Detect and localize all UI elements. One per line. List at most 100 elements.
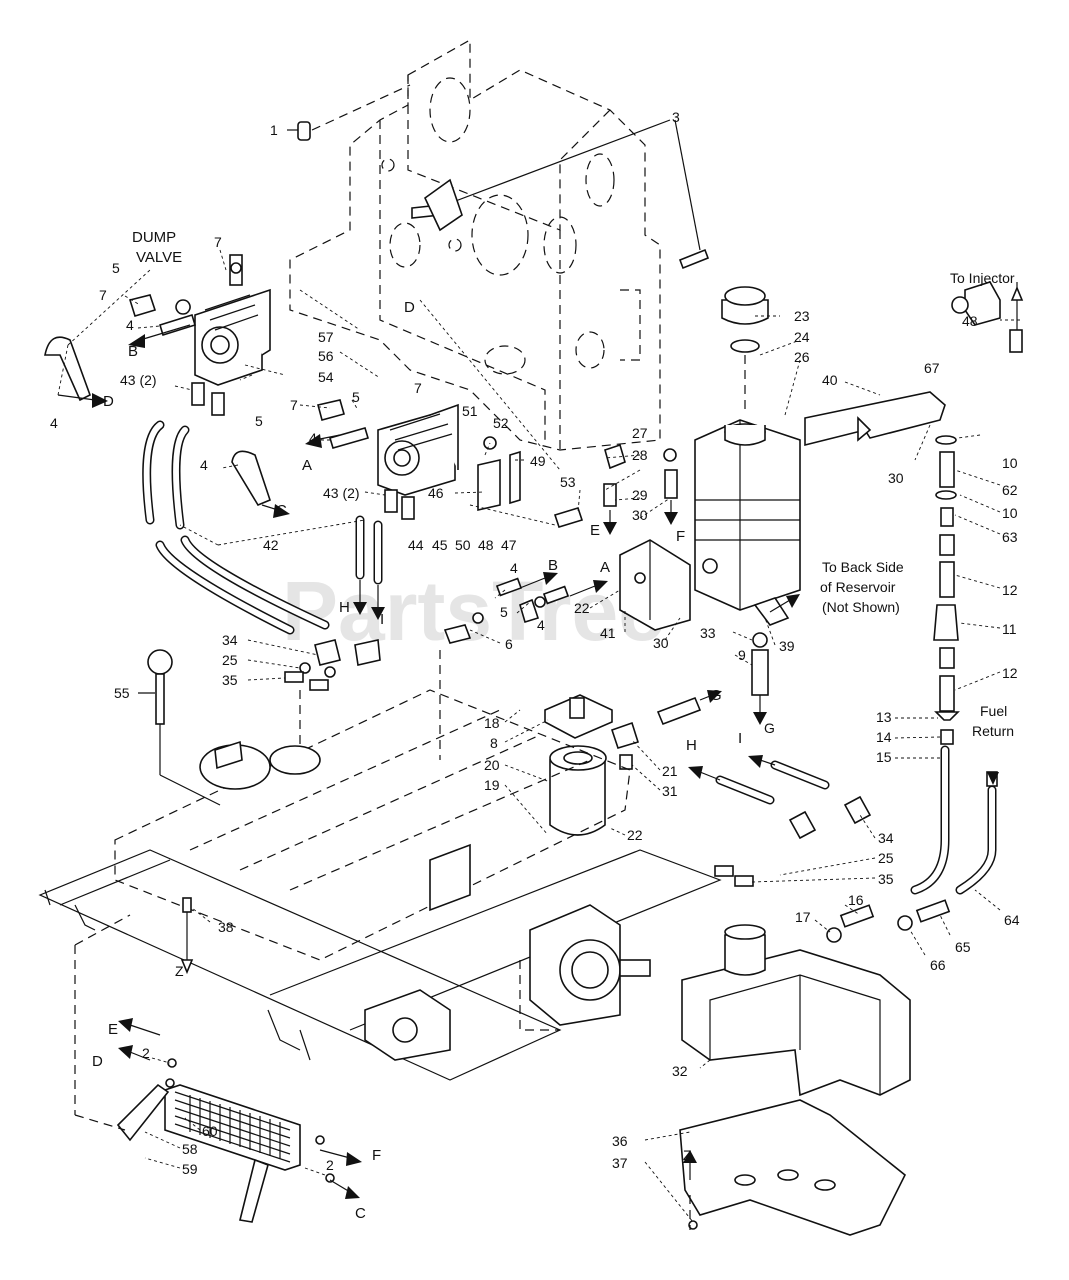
dump-valve-label-line1: DUMP (132, 229, 176, 246)
callout: 17 (795, 909, 811, 925)
callout: 30 (632, 507, 648, 523)
callout: 20 (484, 757, 500, 773)
callout: 34 (878, 830, 894, 846)
part-5-oring (175, 299, 191, 315)
callout: B (128, 343, 138, 360)
callout: 10 (1002, 455, 1018, 471)
callout: 37 (612, 1155, 628, 1171)
callout: 2 (142, 1045, 150, 1061)
part-38-bolt (180, 897, 194, 975)
part-7-fitting-2 (317, 399, 345, 421)
callout: 4 (50, 415, 58, 431)
callout: 52 (493, 415, 509, 431)
callout: G (764, 720, 775, 736)
callout: 4 (200, 457, 208, 473)
callout: 12 (1002, 582, 1018, 598)
part-8-filter-base (544, 694, 613, 739)
callout: 4 (126, 317, 134, 333)
callout: D (92, 1053, 103, 1070)
part-41-bracket (619, 539, 691, 631)
part-32-fuel-tank (681, 924, 911, 1097)
callout: 22 (627, 827, 643, 843)
callout: F (372, 1147, 381, 1164)
callout: 39 (779, 638, 795, 654)
callout: 27 (632, 425, 648, 441)
callout: 43 (2) (323, 485, 360, 501)
reservoir-note-line3: (Not Shown) (822, 599, 900, 615)
callout: 49 (530, 453, 546, 469)
callout: 38 (218, 919, 234, 935)
callout: I (738, 730, 742, 747)
callout: 34 (222, 632, 238, 648)
part-36-skid-plate (679, 1099, 907, 1236)
part-55-dipstick (147, 649, 173, 725)
callout: 16 (848, 892, 864, 908)
callout: 3 (672, 109, 680, 125)
bracket-assembly (469, 436, 584, 528)
callout: 46 (428, 485, 444, 501)
callout: 63 (1002, 529, 1018, 545)
callout: D (404, 299, 415, 316)
callout: C (355, 1205, 366, 1222)
callout: Z (175, 963, 184, 979)
part-20-filter (549, 745, 607, 836)
flow-arrows (57, 282, 1018, 1199)
reservoir-note-line1: To Back Side (822, 559, 904, 575)
callout: I (380, 611, 384, 628)
callout: 18 (484, 715, 500, 731)
callout: A (302, 457, 312, 474)
part-60-oil-cooler (116, 1058, 335, 1223)
fuel-return-line1: Fuel (980, 703, 1007, 719)
callout: E (590, 522, 600, 539)
callout: 32 (672, 1063, 688, 1079)
callout: 23 (794, 308, 810, 324)
callout: 6 (505, 636, 513, 652)
callout: 7 (99, 287, 107, 303)
callout: 5 (500, 604, 508, 620)
part-21-elbow (610, 721, 640, 749)
part-40-bracket (804, 391, 946, 447)
center-fittings-4-5-6 (443, 577, 570, 644)
reservoir (694, 419, 801, 611)
callout: 55 (114, 685, 130, 701)
callout: 28 (632, 447, 648, 463)
callout: 51 (462, 403, 478, 419)
callout: 22 (574, 600, 590, 616)
callout: 30 (888, 470, 904, 486)
callout: 25 (878, 850, 894, 866)
callout: 4 (309, 430, 317, 446)
callout: 57 (318, 329, 334, 345)
callout: E (108, 1021, 118, 1038)
callout: 24 (794, 329, 810, 345)
callout: 40 (822, 372, 838, 388)
chassis-frame (38, 650, 722, 1081)
callout: 50 (455, 537, 471, 553)
callout: 5 (352, 389, 360, 405)
callout: 31 (662, 783, 678, 799)
callout: 65 (955, 939, 971, 955)
callout: 35 (878, 871, 894, 887)
part-33-oring (752, 632, 768, 648)
callout: 54 (318, 369, 334, 385)
fittings-27-29 (603, 443, 678, 507)
frame-plate (289, 38, 661, 451)
callout: 33 (700, 625, 716, 641)
fittings-34-25-35 (284, 639, 381, 691)
to-injector-label: To Injector (950, 270, 1015, 286)
fuel-filter-column (933, 281, 1024, 745)
callout: 9 (738, 647, 746, 663)
callout: B (548, 557, 558, 574)
callout: 5 (112, 260, 120, 276)
callout: 60 (202, 1123, 218, 1139)
part-1-clip (297, 121, 311, 141)
pump-2 (377, 403, 459, 520)
callout: 58 (182, 1141, 198, 1157)
callout: 36 (612, 1133, 628, 1149)
part-4-tube-2 (329, 427, 369, 449)
callout: 2 (326, 1157, 334, 1173)
callout: 19 (484, 777, 500, 793)
callout: 10 (1002, 505, 1018, 521)
dump-valve-pump-1 (194, 254, 271, 386)
callout: 48 (962, 313, 978, 329)
